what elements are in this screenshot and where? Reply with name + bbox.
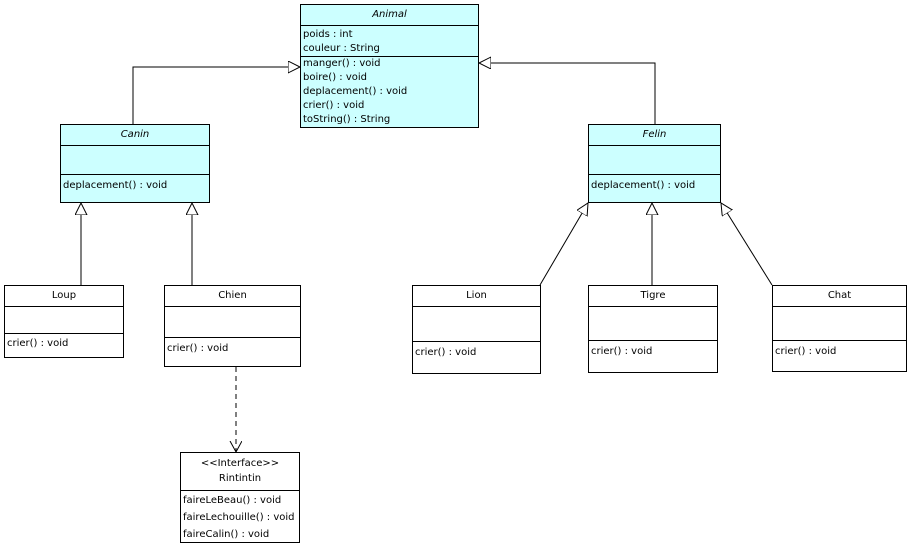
class-loup[interactable]: Loup crier() : void xyxy=(4,285,124,358)
attribute: poids : int xyxy=(303,29,353,40)
operation: manger() : void xyxy=(303,58,381,69)
attributes-section: poids : int couleur : String xyxy=(301,26,478,57)
class-chien[interactable]: Chien crier() : void xyxy=(164,285,301,367)
operation: deplacement() : void xyxy=(303,86,408,97)
operation: crier() : void xyxy=(167,343,229,354)
operations-section: crier() : void xyxy=(413,342,540,373)
operations-section: manger() : void boire() : void deplaceme… xyxy=(301,57,478,127)
attribute: couleur : String xyxy=(303,43,380,54)
operation: crier() : void xyxy=(591,346,653,357)
attributes-section xyxy=(165,307,300,338)
operations-section: crier() : void xyxy=(5,334,123,357)
class-name: Loup xyxy=(51,290,77,301)
attributes-section xyxy=(773,307,906,341)
operation: deplacement() : void xyxy=(591,180,696,191)
operation: crier() : void xyxy=(775,346,837,357)
generalization-canin-animal[interactable] xyxy=(132,67,300,124)
stereotype-label: <<Interface>> xyxy=(200,458,280,469)
operation: boire() : void xyxy=(303,72,367,83)
class-name: Animal xyxy=(372,9,407,20)
class-canin[interactable]: Canin deplacement() : void xyxy=(60,124,210,203)
operations-section: crier() : void xyxy=(165,338,300,366)
class-lion[interactable]: Lion crier() : void xyxy=(412,285,541,374)
operation: crier() : void xyxy=(303,100,365,111)
attributes-section xyxy=(589,307,717,341)
operations-section: crier() : void xyxy=(773,341,906,371)
class-tigre[interactable]: Tigre crier() : void xyxy=(588,285,718,373)
operation: toString() : String xyxy=(303,114,391,125)
class-name: Chien xyxy=(218,290,247,301)
class-name: Felin xyxy=(642,129,667,140)
generalization-lion-felin[interactable] xyxy=(539,203,588,286)
operations-section: faireLeBeau() : void faireLechouille() :… xyxy=(181,491,299,543)
operation: faireLeBeau() : void xyxy=(183,495,282,506)
class-felin[interactable]: Felin deplacement() : void xyxy=(588,124,721,203)
class-animal[interactable]: Animal poids : int couleur : String mang… xyxy=(300,4,479,128)
class-name: Chat xyxy=(827,290,852,301)
class-name: Lion xyxy=(466,290,487,301)
operations-section: deplacement() : void xyxy=(61,175,209,202)
class-name: Canin xyxy=(120,129,150,140)
class-name: Rintintin xyxy=(218,473,262,484)
attributes-section xyxy=(61,146,209,175)
attributes-section xyxy=(5,307,123,334)
generalization-felin-animal[interactable] xyxy=(479,63,656,124)
operations-section: crier() : void xyxy=(589,341,717,372)
operation: faireCalin() : void xyxy=(183,529,270,540)
attributes-section xyxy=(589,146,720,175)
operation: faireLechouille() : void xyxy=(183,512,295,523)
attributes-section xyxy=(413,307,540,342)
generalization-chat-felin[interactable] xyxy=(721,203,773,286)
operation: crier() : void xyxy=(7,338,69,349)
operation: deplacement() : void xyxy=(63,180,168,191)
operations-section: deplacement() : void xyxy=(589,175,720,202)
class-name: Tigre xyxy=(640,290,666,301)
operation: crier() : void xyxy=(415,347,477,358)
class-chat[interactable]: Chat crier() : void xyxy=(772,285,907,372)
interface-rintintin[interactable]: <<Interface>> Rintintin faireLeBeau() : … xyxy=(180,452,300,543)
